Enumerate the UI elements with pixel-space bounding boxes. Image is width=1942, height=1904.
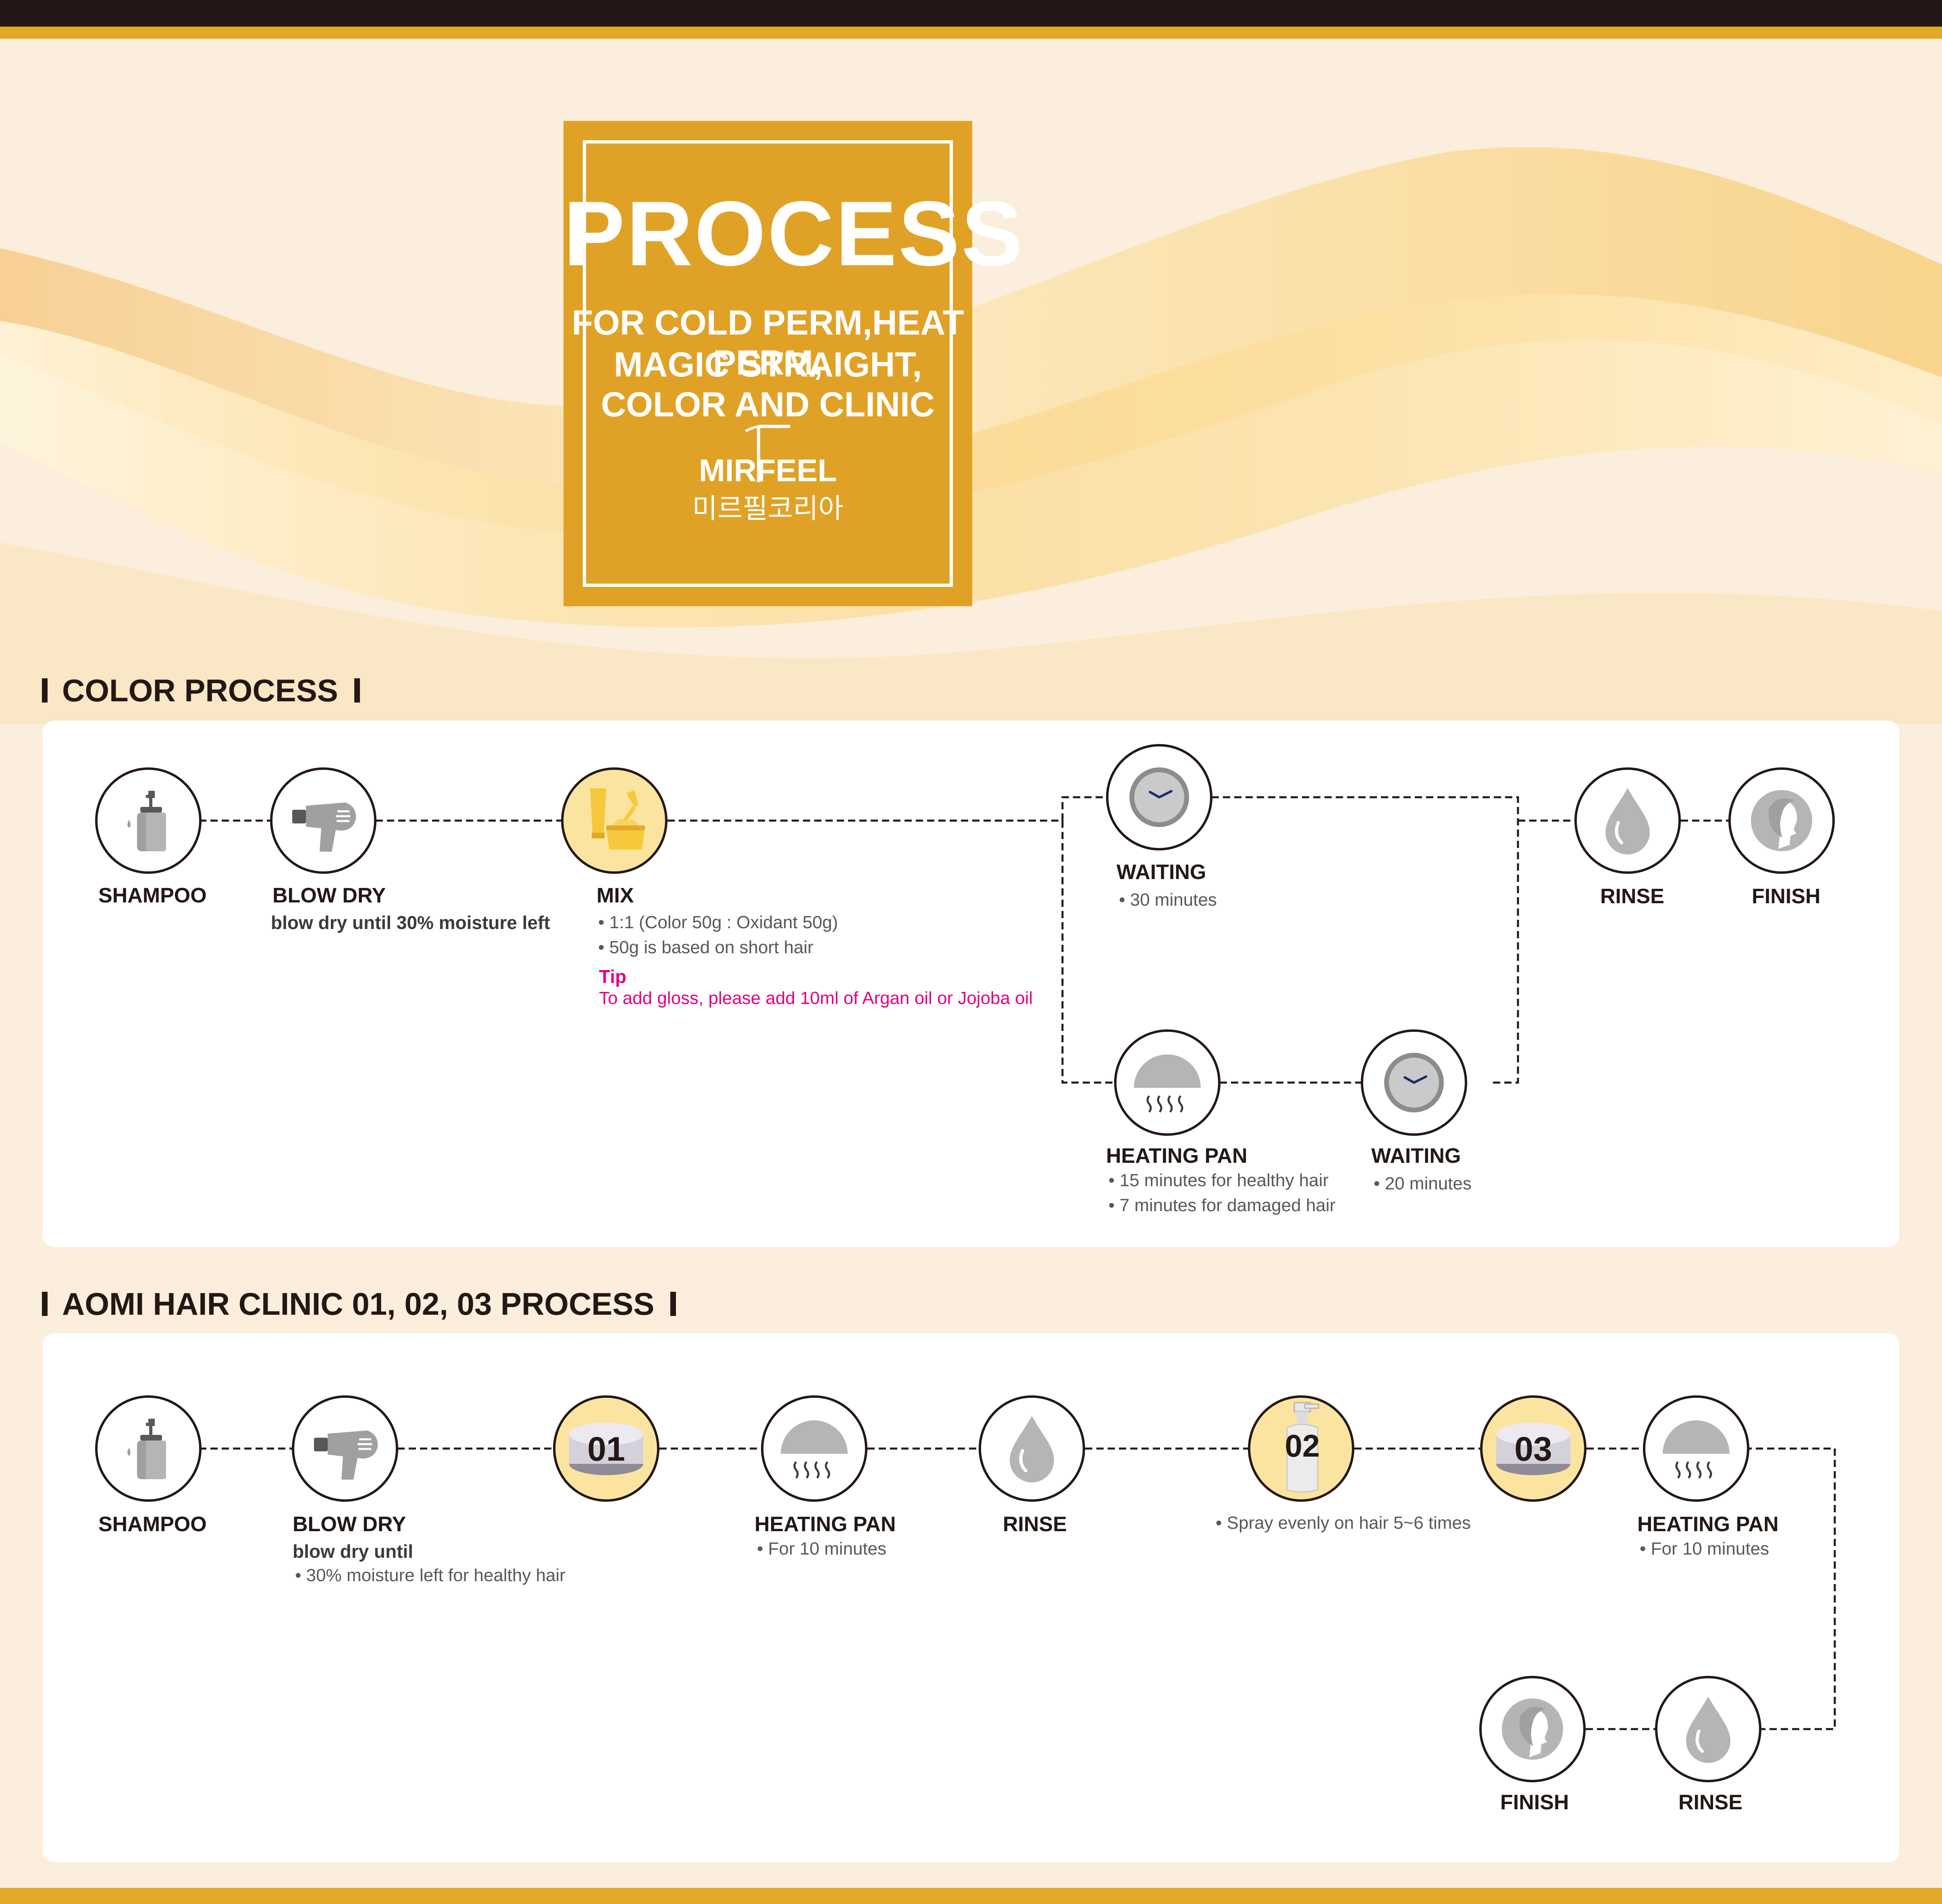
clinic-shampoo-step-icon — [95, 1395, 202, 1502]
shampoo-bottle-icon — [127, 1419, 166, 1479]
mirfeel-logo-mark: MIRFEEL — [699, 424, 837, 486]
water-drop-icon — [1686, 1696, 1730, 1763]
waiting-30-step-icon — [1106, 744, 1212, 850]
color-process-panel: SHAMPOO BLOW DRY blow dry until 30% mois… — [43, 721, 1899, 1247]
mixing-bowl-icon — [590, 788, 645, 850]
hair-dryer-icon — [314, 1430, 378, 1480]
shampoo-step-icon — [95, 767, 202, 874]
logo-text: MIRFEEL — [699, 453, 837, 486]
top-dark-bar — [0, 0, 1942, 27]
clinic-heating-pan1-step-icon — [761, 1395, 867, 1502]
clinic-rinse2-step-icon — [1655, 1676, 1761, 1782]
color-process-connectors — [199, 796, 1728, 1084]
clock-icon — [1129, 767, 1189, 827]
color-rinse-label: RINSE — [1600, 885, 1664, 908]
clinic-heating-pan1-label: HEATING PAN — [755, 1513, 896, 1536]
clinic-heating-pan1-note: • For 10 minutes — [757, 1539, 887, 1559]
clinic-finish-step-icon — [1479, 1676, 1586, 1782]
product-jar-icon: 03 — [1496, 1423, 1570, 1475]
clinic-blow-dry-note1: blow dry until — [293, 1541, 413, 1562]
page-subtitle-line2: MAGIC STRAIGHT, COLOR AND CLINIC — [601, 345, 935, 424]
brand-logo: MIRFEEL 미르필코리아 — [563, 422, 972, 524]
mix-label: MIX — [597, 884, 634, 907]
clinic-heating-pan2-step-icon — [1643, 1395, 1749, 1502]
header-inner-border — [583, 140, 953, 587]
clinic-finish-label: FINISH — [1500, 1791, 1569, 1814]
shampoo-bottle-icon — [127, 791, 166, 851]
bottom-gold-stripe — [0, 1888, 1942, 1904]
spray-bottle-icon: 02 — [1285, 1402, 1320, 1493]
page-subtitle-line1: FOR COLD PERM,HEAT PERM, — [572, 303, 964, 382]
mix-note-amount: • 50g is based on short hair — [598, 937, 813, 957]
waiting-20-step-icon — [1361, 1029, 1467, 1136]
clinic-process-title: AOMI HAIR CLINIC 01, 02, 03 PROCESS — [62, 1286, 655, 1322]
heating-pan-label: HEATING PAN — [1106, 1144, 1248, 1168]
top-gold-stripe — [0, 27, 1942, 39]
heating-pan-step-icon — [1114, 1029, 1221, 1136]
process-header-box: PROCESS FOR COLD PERM,HEAT PERM, MAGIC S… — [563, 121, 1024, 606]
water-drop-icon — [1605, 788, 1650, 854]
heating-pan-icon — [1663, 1420, 1730, 1479]
clock-icon — [1384, 1053, 1444, 1112]
color-process-heading: COLOR PROCESS — [42, 672, 360, 709]
clinic-process-panel: SHAMPOO BLOW DRY blow dry until • 30% mo… — [43, 1333, 1899, 1862]
color-shampoo-label: SHAMPOO — [98, 884, 207, 907]
heading-bar-left — [42, 1292, 48, 1316]
mix-tip-title: Tip — [599, 966, 627, 987]
blow-dry-step-icon — [270, 767, 376, 874]
heating-pan-note-damaged: • 7 minutes for damaged hair — [1108, 1195, 1336, 1215]
water-drop-icon — [1010, 1416, 1054, 1482]
rinse-step-icon — [1574, 767, 1681, 874]
clinic-rinse1-step-icon — [979, 1395, 1085, 1502]
logo-korean-text: 미르필코리아 — [692, 493, 844, 524]
waiting-20-label: WAITING — [1371, 1144, 1461, 1168]
woman-profile-icon — [1502, 1698, 1563, 1760]
heating-pan-icon — [1134, 1054, 1201, 1113]
page-title: PROCESS — [563, 183, 1024, 285]
heading-bar-right — [354, 678, 360, 703]
product-02-step-icon: 02 — [1248, 1395, 1354, 1502]
clinic-heating-pan2-label: HEATING PAN — [1637, 1513, 1779, 1536]
heading-bar-left — [42, 678, 48, 703]
heating-pan-note-healthy: • 15 minutes for healthy hair — [1108, 1170, 1329, 1190]
waiting-20-note: • 20 minutes — [1374, 1174, 1472, 1193]
product-01-step-icon: 01 — [553, 1395, 659, 1502]
mix-tip-text: To add gloss, please add 10ml of Argan o… — [599, 988, 1033, 1008]
clinic-rinse1-label: RINSE — [1003, 1513, 1067, 1536]
color-blow-dry-label: BLOW DRY — [272, 884, 386, 907]
clinic-rinse2-label: RINSE — [1678, 1791, 1742, 1814]
product-03-badge: 03 — [1514, 1430, 1552, 1468]
color-finish-label: FINISH — [1752, 885, 1821, 908]
waiting-30-label: WAITING — [1117, 861, 1206, 884]
clinic-blow-dry-label: BLOW DRY — [293, 1513, 406, 1536]
finish-step-icon — [1728, 767, 1835, 874]
clinic-process-heading: AOMI HAIR CLINIC 01, 02, 03 PROCESS — [42, 1286, 676, 1322]
clinic-blow-dry-step-icon — [292, 1395, 398, 1502]
mix-note-ratio: • 1:1 (Color 50g : Oxidant 50g) — [598, 913, 838, 932]
waiting-30-note: • 30 minutes — [1119, 890, 1217, 910]
woman-profile-icon — [1751, 790, 1812, 851]
product-01-badge: 01 — [587, 1430, 625, 1468]
clinic-heating-pan2-note: • For 10 minutes — [1640, 1539, 1769, 1559]
clinic-shampoo-label: SHAMPOO — [98, 1513, 207, 1536]
hair-dryer-icon — [292, 802, 356, 852]
mix-step-icon — [561, 767, 667, 874]
product-02-note: • Spray evenly on hair 5~6 times — [1216, 1513, 1471, 1533]
color-blow-dry-note: blow dry until 30% moisture left — [271, 912, 550, 933]
product-jar-icon: 01 — [569, 1423, 643, 1475]
heating-pan-icon — [781, 1420, 848, 1479]
color-process-title: COLOR PROCESS — [62, 672, 338, 708]
heading-bar-right — [670, 1292, 676, 1316]
product-02-badge: 02 — [1285, 1428, 1320, 1463]
product-03-step-icon: 03 — [1480, 1395, 1586, 1502]
clinic-blow-dry-note2: • 30% moisture left for healthy hair — [295, 1565, 566, 1585]
